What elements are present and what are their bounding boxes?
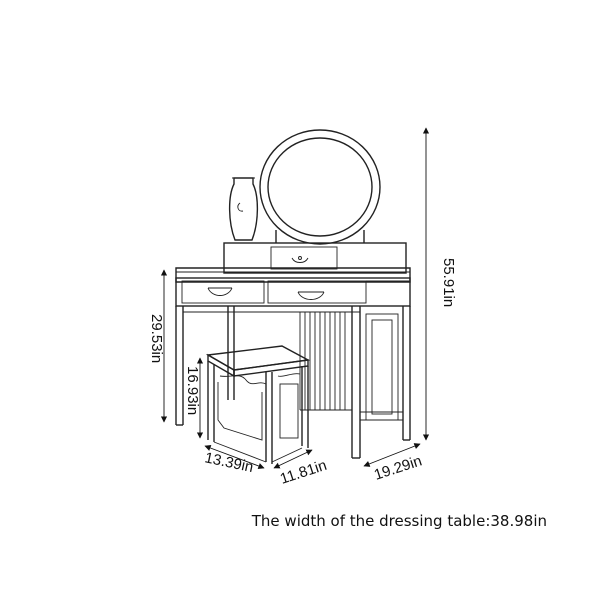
dimension-table-depth: 19.29in — [363, 443, 424, 484]
dimension-stool-width: 13.39in — [203, 445, 265, 476]
vase — [228, 177, 259, 241]
stool-width-label: 13.39in — [203, 449, 255, 476]
round-mirror — [259, 129, 381, 245]
table-height-label: 29.53in — [148, 314, 165, 363]
table-top — [175, 267, 411, 283]
dimension-total-height: 55.91in — [422, 127, 457, 441]
stool-height-label: 16.93in — [184, 366, 201, 415]
drawer-front — [175, 277, 411, 307]
total-height-label: 55.91in — [440, 258, 457, 307]
upper-shelf — [223, 242, 407, 274]
stool — [205, 345, 311, 464]
dimension-stool-depth: 11.81in — [273, 449, 329, 488]
table-frame — [175, 306, 411, 459]
dimension-table-height: 29.53in — [148, 269, 168, 423]
table-width-caption: The width of the dressing table:38.98in — [251, 512, 547, 530]
dimension-stool-height: 16.93in — [184, 357, 204, 439]
table-depth-label: 19.29in — [372, 452, 424, 483]
stool-depth-label: 11.81in — [278, 457, 329, 488]
